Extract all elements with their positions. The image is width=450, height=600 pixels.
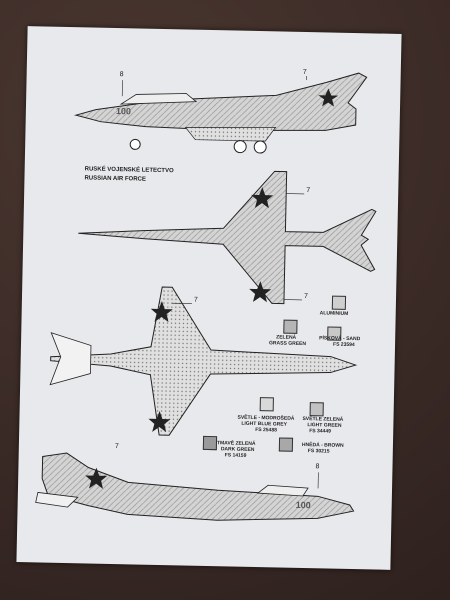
callout-number: 7 [114, 443, 119, 451]
aircraft-bottom-profile [35, 452, 355, 521]
aircraft-top-profile [73, 72, 368, 154]
color-swatch [278, 437, 294, 452]
legend-label: FS 14159 [224, 452, 247, 459]
callout-number: 7 [302, 68, 307, 76]
legend-label: FS 25488 [255, 426, 277, 434]
callout-number: 7 [306, 187, 311, 195]
color-swatch [283, 319, 298, 334]
color-swatch [259, 397, 274, 412]
heading-line-2: RUSSIAN AIR FORCE [84, 175, 146, 183]
legend-label: ALUMINIUM [319, 310, 349, 317]
callout-number: 7 [193, 296, 198, 304]
color-swatch [309, 402, 324, 417]
callout-number: 7 [303, 292, 309, 301]
aircraft-lower-plan [49, 286, 358, 436]
aircraft-upper-plan [78, 170, 377, 305]
legend-label: GRASS GREEN [269, 340, 307, 348]
aircraft-serial-bottom: 100 [295, 499, 311, 511]
aircraft-drawings [35, 72, 377, 521]
color-swatch [331, 295, 347, 310]
legend-label: FS 34449 [309, 428, 331, 435]
aircraft-serial-top: 100 [115, 106, 132, 117]
legend-label: FS 30215 [307, 448, 330, 455]
callout-number: 8 [315, 463, 320, 471]
legend-label: FS 23594 [332, 341, 355, 349]
color-swatch [202, 435, 218, 451]
callout-number: 8 [119, 71, 124, 79]
instruction-sheet: RUSKÉ VOJENSKÉ LETECTVO RUSSIAN AIR FORC… [16, 26, 402, 570]
